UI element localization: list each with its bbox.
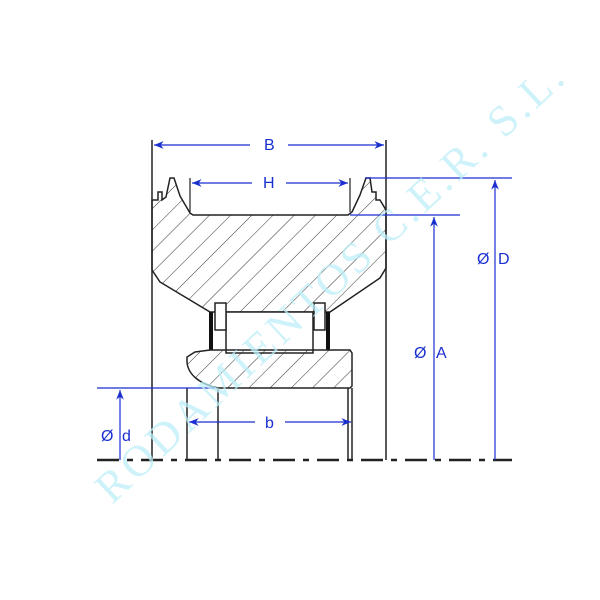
outer-ring	[151, 177, 387, 313]
label-H: H	[263, 175, 275, 192]
outline	[151, 140, 387, 460]
seal-left	[209, 312, 213, 350]
diameter-symbol-D: Ø	[477, 251, 489, 268]
dimension-lines	[97, 141, 512, 460]
diameter-symbol-A: Ø	[414, 345, 426, 362]
seal-right	[326, 312, 330, 350]
label-D: D	[498, 251, 510, 268]
diameter-symbol-d: Ø	[101, 428, 113, 445]
label-A: A	[436, 345, 447, 362]
label-d: d	[122, 428, 131, 445]
cage-pin-right	[313, 302, 326, 331]
label-B: B	[264, 137, 275, 154]
inner-ring	[186, 349, 353, 389]
cage-pin-left	[214, 302, 227, 331]
label-b: b	[265, 415, 274, 432]
